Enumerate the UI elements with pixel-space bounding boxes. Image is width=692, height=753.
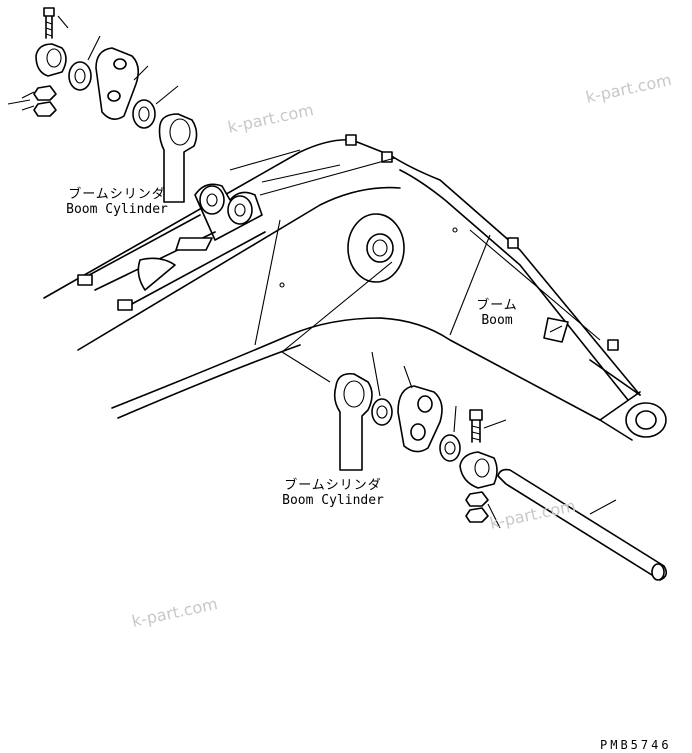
boom-cylinder-bottom-label-jp: ブームシリンダ xyxy=(284,478,382,493)
boom-foot xyxy=(77,149,396,311)
top-boom-cylinder xyxy=(158,113,198,203)
bottom-collar xyxy=(459,451,498,489)
bottom-washer-1 xyxy=(371,398,393,426)
boom-cylinder-bottom-label-en: Boom Cylinder xyxy=(282,493,384,508)
top-washer-1 xyxy=(68,61,92,91)
boom-cylinder-top-label: ブームシリンダ Boom Cylinder xyxy=(42,187,192,217)
boom-nameplate xyxy=(543,317,569,343)
boom-label: ブーム Boom xyxy=(462,298,532,328)
boom-cylinder-bottom-label: ブームシリンダ Boom Cylinder xyxy=(258,478,408,508)
top-exploded-parts xyxy=(7,7,198,203)
boom-cylinder-top-label-jp: ブームシリンダ xyxy=(68,187,166,202)
bottom-boom-cylinder xyxy=(333,372,373,471)
top-lock-plate xyxy=(95,47,140,120)
bottom-exploded-parts xyxy=(281,261,668,581)
boom xyxy=(43,134,667,441)
bottom-washer-2 xyxy=(439,434,461,462)
boom-cylinder-top-label-en: Boom Cylinder xyxy=(66,202,168,217)
top-washer-2 xyxy=(132,99,156,129)
boom-label-en: Boom xyxy=(481,313,513,328)
drawing-code: PMB5746 xyxy=(600,738,672,752)
boom-label-jp: ブーム xyxy=(476,298,518,313)
bottom-lock-plate xyxy=(397,385,443,453)
top-collar xyxy=(35,43,67,77)
